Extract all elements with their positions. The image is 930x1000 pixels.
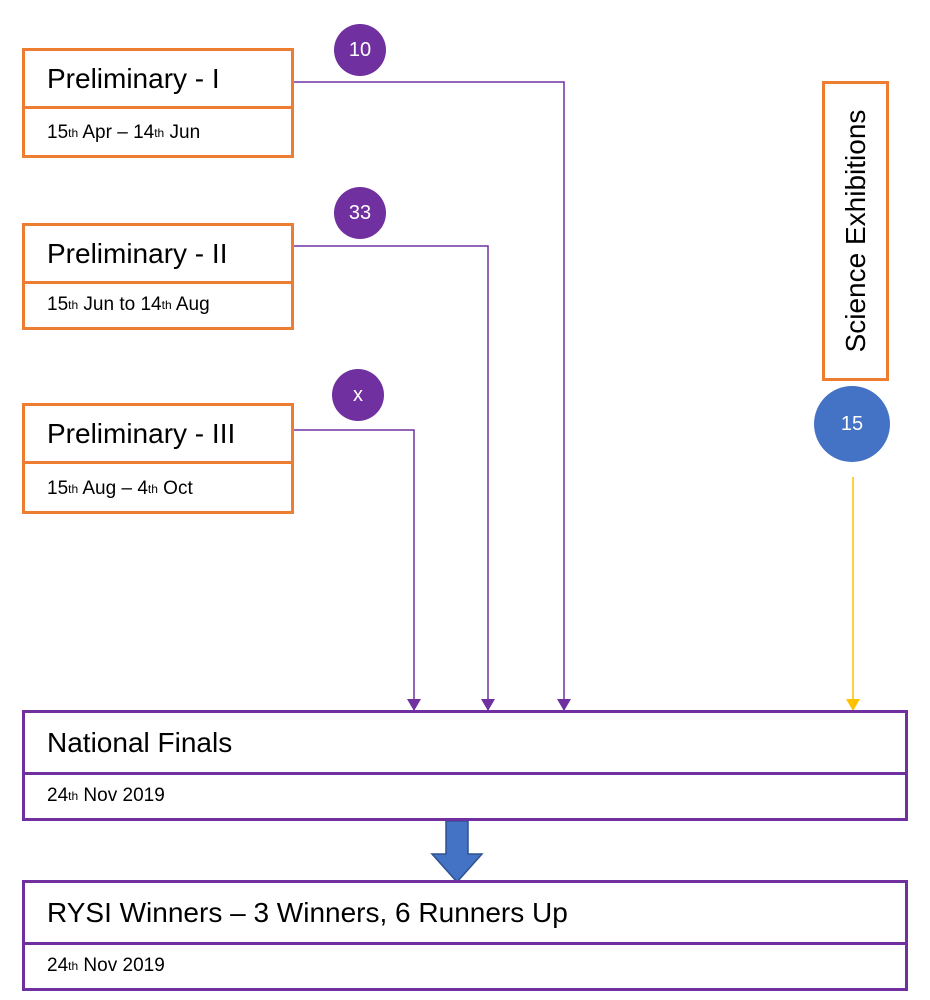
science-count-badge: 15 [814, 386, 890, 462]
rysi-winners-title: RYSI Winners – 3 Winners, 6 Runners Up [25, 883, 905, 945]
preliminary-2-count-badge: 33 [334, 187, 386, 239]
connector-prelim-2 [293, 245, 495, 711]
connector-prelim-1 [293, 81, 571, 711]
down-arrow [430, 820, 484, 884]
national-finals-title: National Finals [25, 713, 905, 775]
preliminary-2-title: Preliminary - II [25, 226, 291, 284]
science-exhibitions-label: Science Exhibitions [839, 109, 871, 353]
preliminary-1-title: Preliminary - I [25, 51, 291, 109]
connector-prelim-3 [293, 429, 421, 711]
preliminary-1-count-badge: 10 [334, 24, 386, 76]
rysi-winners-box: RYSI Winners – 3 Winners, 6 Runners Up 2… [22, 880, 908, 991]
preliminary-3-count-badge: x [332, 369, 384, 421]
preliminary-3-title: Preliminary - III [25, 406, 291, 464]
science-exhibitions-box: Science Exhibitions [822, 81, 889, 381]
